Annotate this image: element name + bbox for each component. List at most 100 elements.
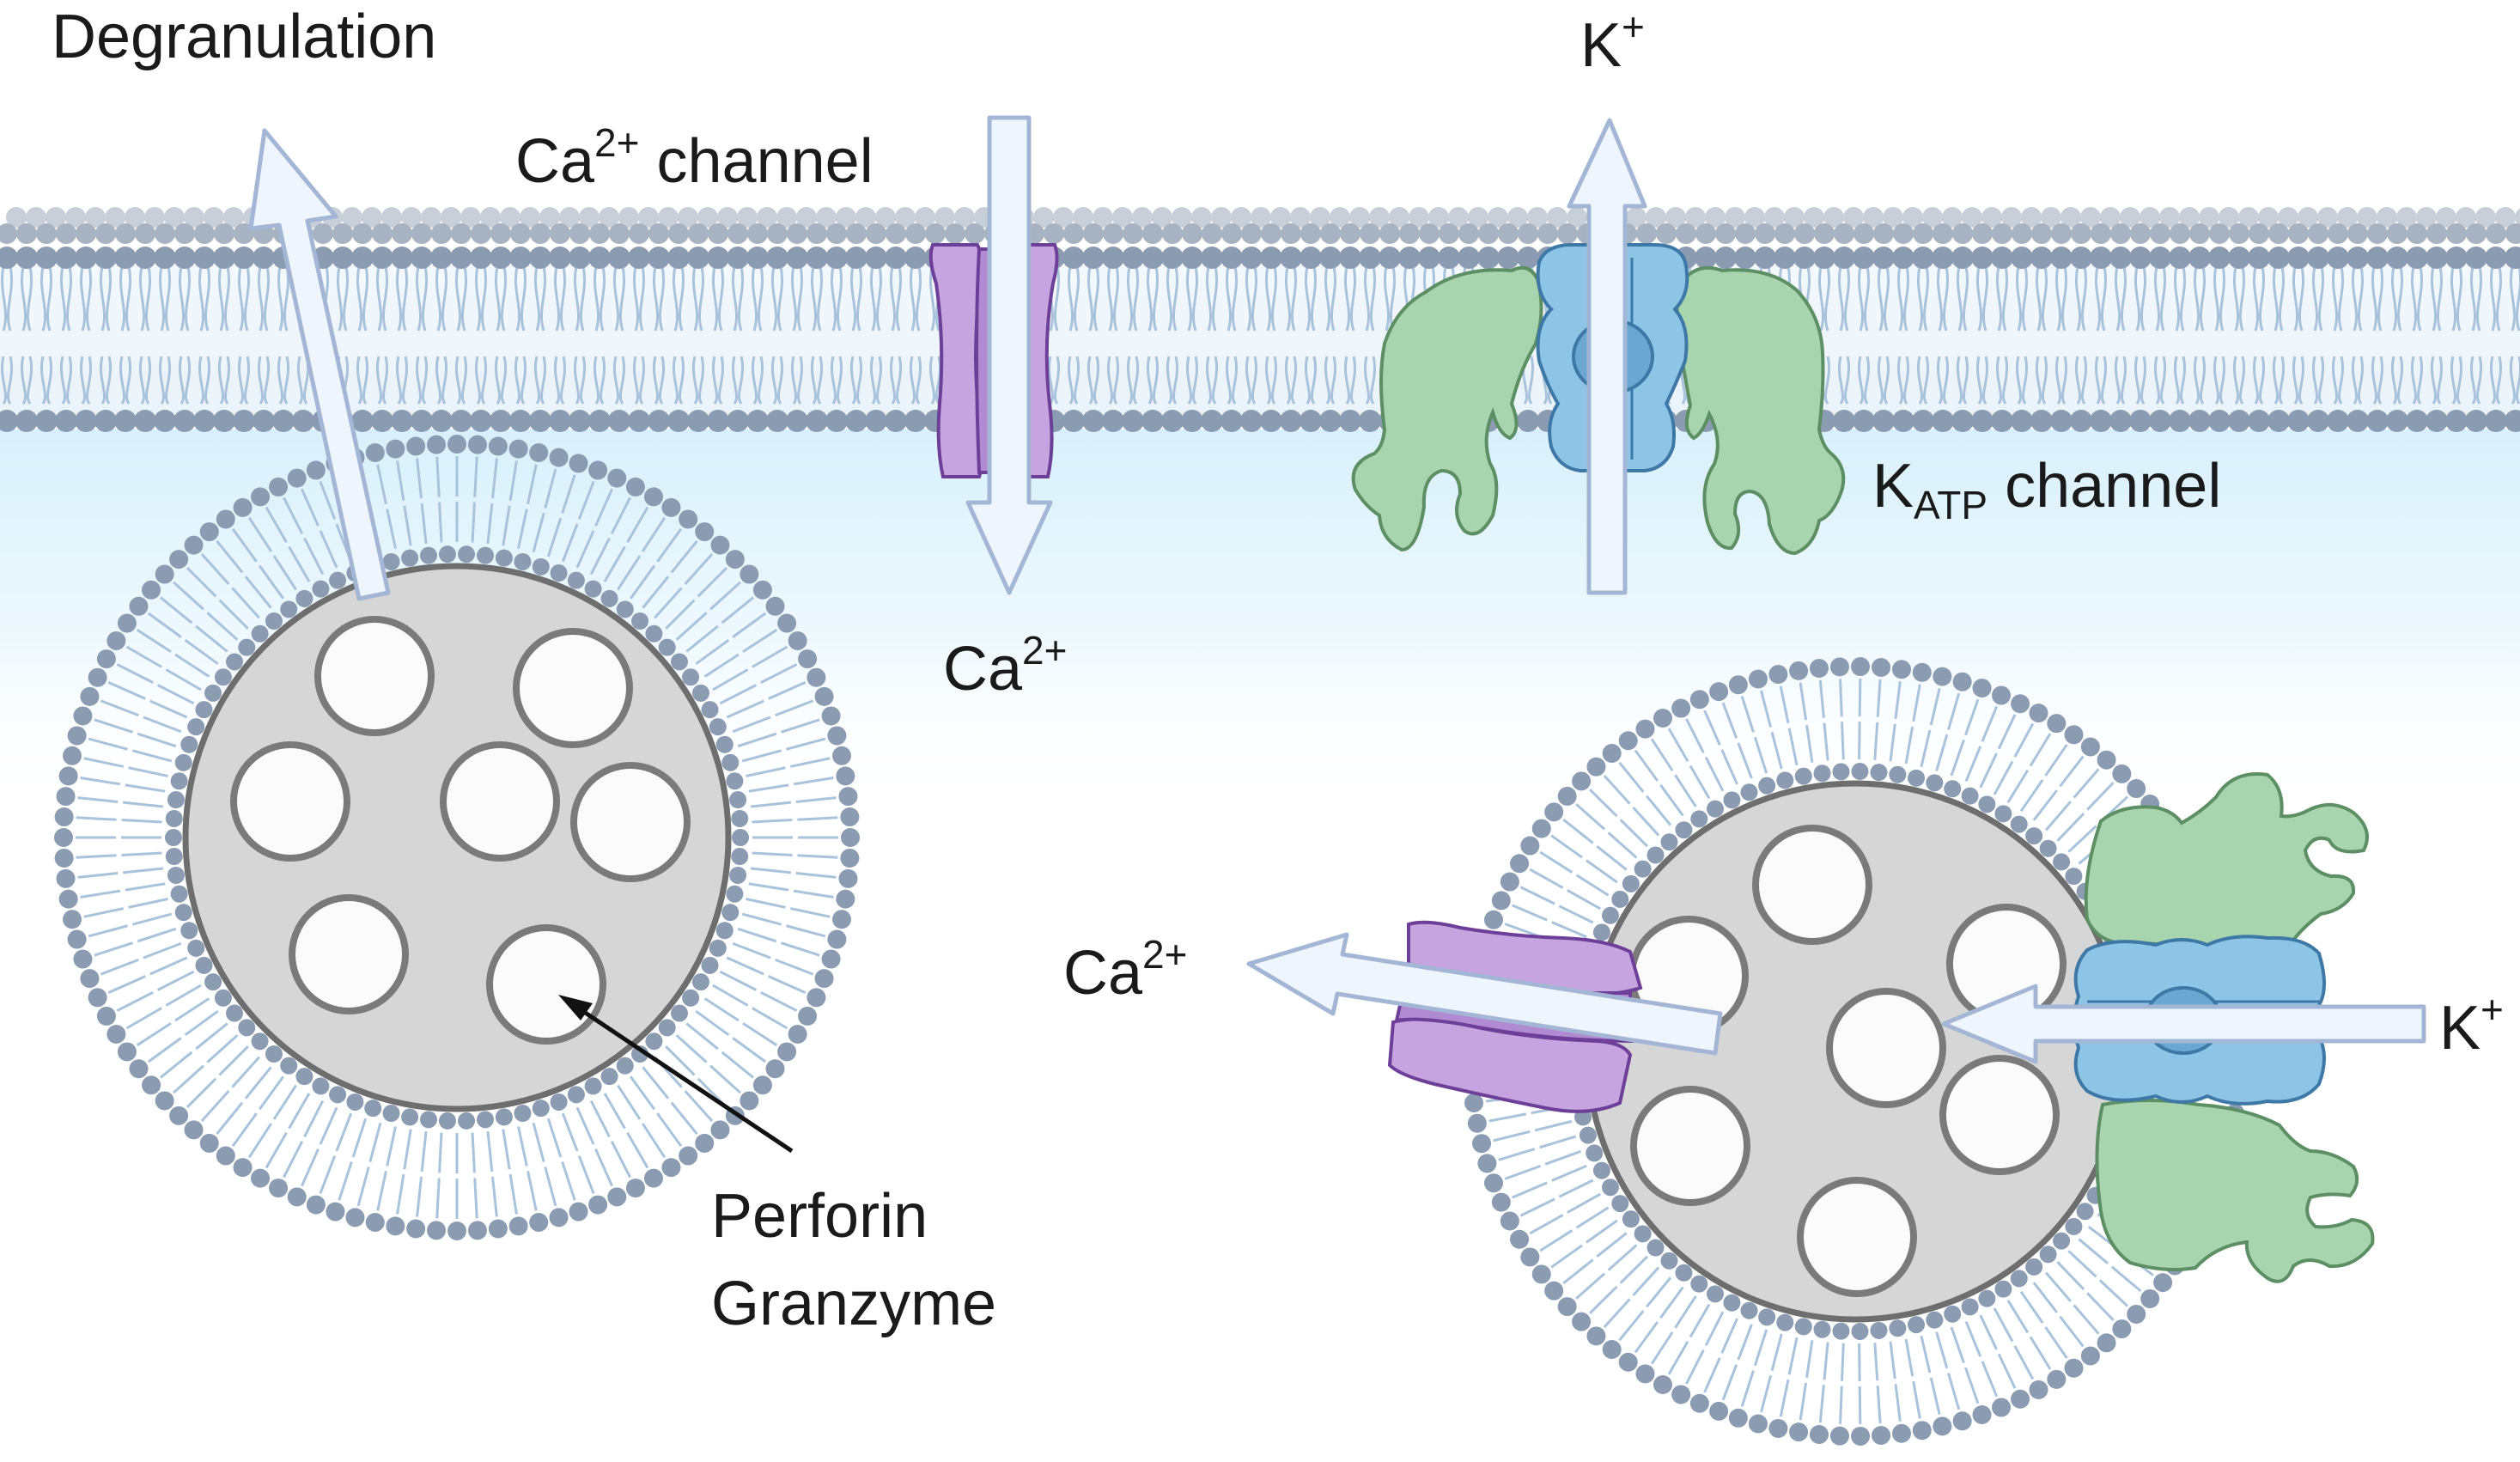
ca-channel-label: Ca2+ channel: [515, 120, 873, 196]
lipid-tail: [94, 941, 133, 957]
lipid-tail: [1667, 728, 1689, 763]
lipid-head: [2169, 247, 2191, 269]
lipid-head: [1962, 207, 1982, 228]
lipid-tail: [517, 509, 528, 549]
k-efflux-arrow-icon: [1567, 118, 1647, 595]
lipid-head: [1870, 764, 1888, 782]
lipid-head: [915, 207, 935, 228]
lipid-head: [1300, 223, 1321, 244]
lipid-head: [1093, 207, 1113, 228]
lipid-tail: [672, 265, 685, 332]
lipid-tail: [149, 699, 188, 719]
lipid-head: [134, 410, 156, 432]
lipid-head: [2001, 207, 2022, 228]
lipid-tail: [692, 356, 704, 405]
lipid-head: [731, 809, 749, 827]
lipid-tail: [502, 1129, 511, 1170]
lipid-tail: [726, 699, 764, 719]
lipid-tail: [435, 265, 448, 332]
lipid-head: [280, 600, 298, 618]
lipid-head: [608, 247, 630, 269]
lipid-head: [96, 649, 116, 669]
lipid-head: [1544, 1281, 1564, 1301]
lipid-tail: [532, 512, 545, 553]
lipid-head: [233, 1158, 253, 1178]
lipid-tail: [1146, 265, 1160, 332]
lipid-head: [142, 580, 161, 600]
granule-icon: [1826, 988, 1946, 1108]
lipid-tail: [781, 718, 820, 734]
lipid-head: [1889, 1319, 1907, 1337]
lipid-tail: [21, 356, 33, 405]
lipid-tail: [2292, 265, 2305, 332]
lipid-tail: [1889, 723, 1896, 762]
lipid-head: [607, 1187, 627, 1207]
lipid-tail: [732, 1037, 767, 1063]
lipid-tail: [1937, 356, 1949, 405]
lipid-tail: [200, 553, 230, 585]
lipid-head: [945, 223, 965, 244]
lipid-tail: [165, 668, 202, 691]
lipid-head: [2029, 704, 2048, 723]
lipid-tail: [1841, 1343, 1845, 1381]
lipid-tail: [793, 889, 834, 899]
lipid-head: [2406, 247, 2428, 269]
lipid-tail: [2430, 265, 2444, 332]
lipid-head: [2248, 247, 2270, 269]
lipid-tail: [1964, 698, 1980, 736]
lipid-head: [2112, 764, 2132, 783]
lipid-tail: [473, 456, 478, 497]
lipid-tail: [1720, 749, 1738, 785]
lipid-head: [55, 247, 77, 269]
lipid-head: [134, 247, 156, 269]
lipid-head: [76, 223, 96, 244]
lipid-head: [450, 247, 472, 269]
lipid-head: [411, 410, 433, 432]
lipid-head: [1517, 247, 1539, 269]
arrow-group: [248, 115, 2426, 1064]
lipid-tail: [732, 716, 771, 734]
lipid-head: [471, 223, 491, 244]
lipid-tail: [1529, 1214, 1564, 1235]
lipid-tail: [1632, 1266, 1660, 1296]
lipid-head: [184, 207, 204, 228]
lipid-tail: [88, 737, 128, 751]
lipid-tail: [1737, 1324, 1753, 1361]
lipid-tail: [158, 265, 172, 332]
lipid-tail: [697, 566, 728, 598]
lipid-head: [1889, 765, 1907, 783]
lipid-head: [195, 701, 213, 719]
lipid-tail: [2331, 265, 2345, 332]
lipid-tail: [375, 265, 389, 332]
lipid-tail: [2193, 265, 2207, 332]
lipid-tail: [691, 265, 705, 332]
lipid-head: [15, 410, 38, 432]
lipid-head: [1634, 1225, 1652, 1243]
lipid-head: [352, 223, 373, 244]
lipid-tail: [514, 265, 527, 332]
lipid-tail: [1904, 1338, 1914, 1377]
lipid-head: [477, 1111, 495, 1129]
lipid-head: [1409, 207, 1429, 228]
lipid-head: [2012, 223, 2032, 244]
lipid-head: [2140, 207, 2160, 228]
lipid-tail: [626, 1132, 649, 1169]
lipid-tail: [574, 356, 586, 405]
lipid-head: [26, 207, 46, 228]
lipid-head: [1579, 1126, 1597, 1144]
lipid-head: [798, 649, 818, 669]
lipid-tail: [561, 1112, 579, 1152]
lipid-head: [727, 410, 749, 432]
lipid-head: [1892, 247, 1914, 269]
lipid-tail: [617, 555, 642, 591]
lipid-tail: [1363, 265, 1377, 332]
lipid-tail: [438, 502, 443, 543]
lipid-tail: [1964, 1367, 1980, 1404]
lipid-head: [846, 223, 867, 244]
lipid-head: [460, 207, 481, 228]
lipid-head: [1994, 1280, 2012, 1298]
lipid-head: [1300, 410, 1322, 432]
lipid-tail: [712, 984, 749, 1007]
lipid-tail: [186, 566, 217, 598]
lipid-head: [1399, 223, 1420, 244]
